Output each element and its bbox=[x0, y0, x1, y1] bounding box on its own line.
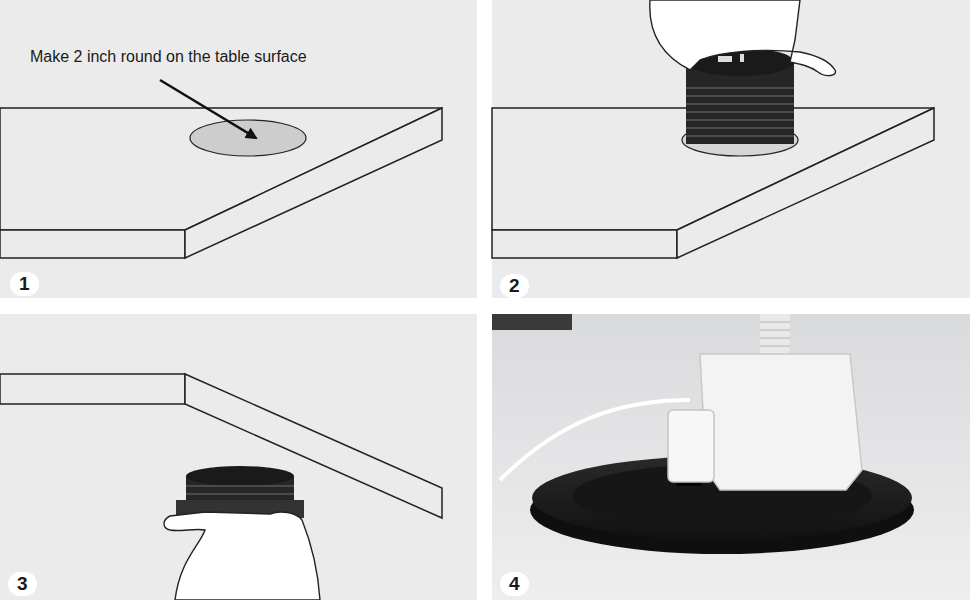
grommet-socket bbox=[686, 48, 794, 144]
step-number: 3 bbox=[8, 572, 37, 596]
table bbox=[0, 374, 442, 518]
cable-ribs bbox=[760, 322, 790, 346]
panel bbox=[492, 314, 970, 600]
instruction-note: Make 2 inch round on the table surface bbox=[30, 48, 307, 66]
step-number: 2 bbox=[500, 274, 529, 298]
power-cable bbox=[760, 314, 790, 354]
desk-edge bbox=[492, 314, 572, 330]
panel bbox=[0, 314, 477, 600]
panel bbox=[0, 0, 477, 298]
panel bbox=[492, 0, 970, 298]
power-plug bbox=[700, 354, 862, 490]
grommet-socket bbox=[176, 466, 304, 518]
usb-plug bbox=[668, 410, 714, 482]
step-number: 1 bbox=[10, 272, 39, 296]
hand bbox=[650, 0, 836, 76]
table bbox=[0, 108, 442, 258]
step-number: 4 bbox=[500, 572, 529, 596]
hand bbox=[164, 512, 320, 600]
hole bbox=[190, 120, 306, 156]
leader-arrow bbox=[160, 80, 256, 138]
